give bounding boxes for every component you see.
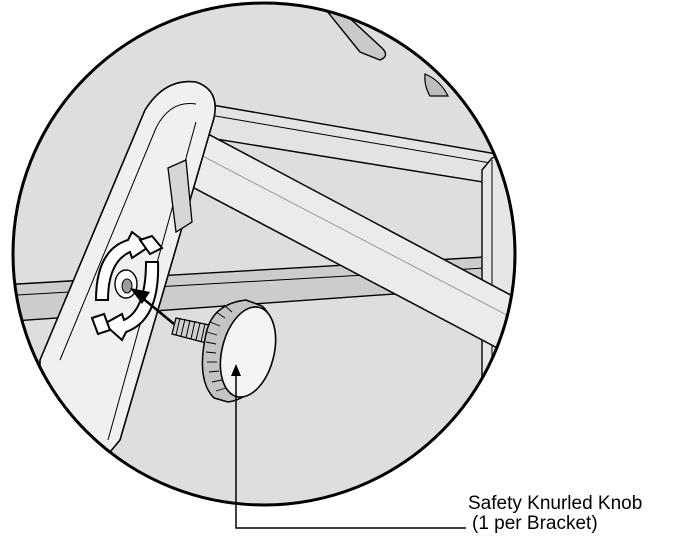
callout-label-quantity: (1 per Bracket) <box>472 513 598 534</box>
detail-circle-outline <box>11 1 517 507</box>
callout-label-part-name: Safety Knurled Knob <box>468 493 643 514</box>
insertion-arrow-icon <box>130 288 175 325</box>
frame-notch <box>424 73 449 97</box>
magnified-detail-view <box>11 1 517 507</box>
leader-arrowhead <box>231 364 241 376</box>
bracket-tab <box>167 159 193 234</box>
frame-slot <box>316 3 387 61</box>
callout-leader-line <box>235 372 466 529</box>
rotation-arrows-icon <box>90 230 164 342</box>
